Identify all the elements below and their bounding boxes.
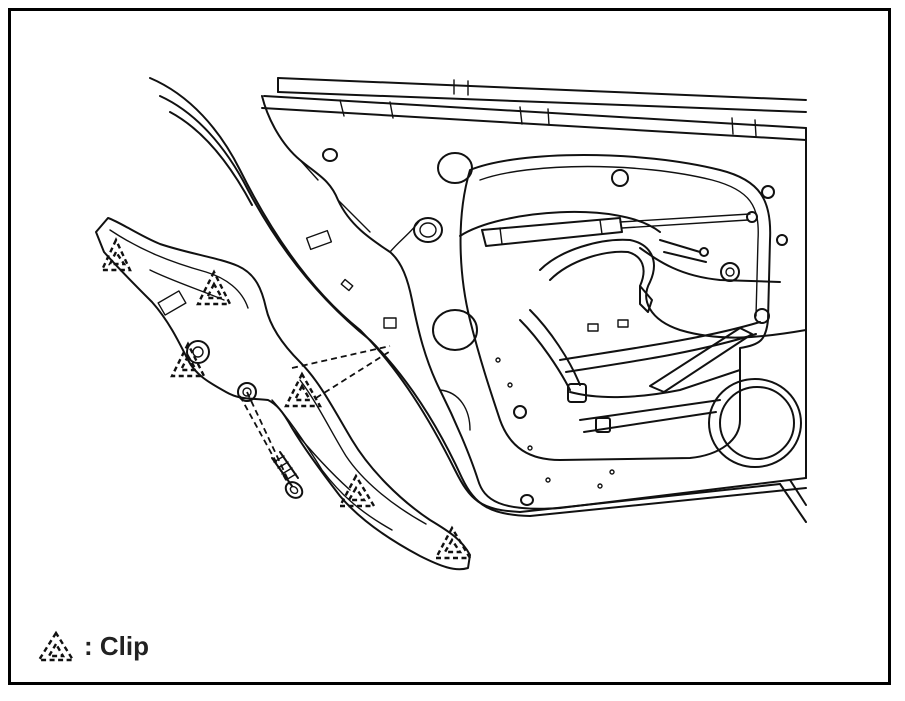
clip-icon [284, 371, 323, 408]
screw-icon [271, 451, 304, 499]
door-inner-panel [149, 77, 807, 523]
clip-icon [170, 341, 206, 378]
alignment-lines [239, 345, 393, 485]
door-regulator-assembly [459, 210, 807, 433]
clip-legend-icon [36, 630, 76, 662]
legend-label: : Clip [84, 630, 149, 661]
legend: : Clip [34, 626, 149, 666]
clip-icon [196, 269, 232, 306]
clip-markers [100, 237, 473, 560]
clip-icon [338, 473, 377, 508]
clip-icon [434, 525, 473, 560]
clip-icon [100, 237, 132, 272]
